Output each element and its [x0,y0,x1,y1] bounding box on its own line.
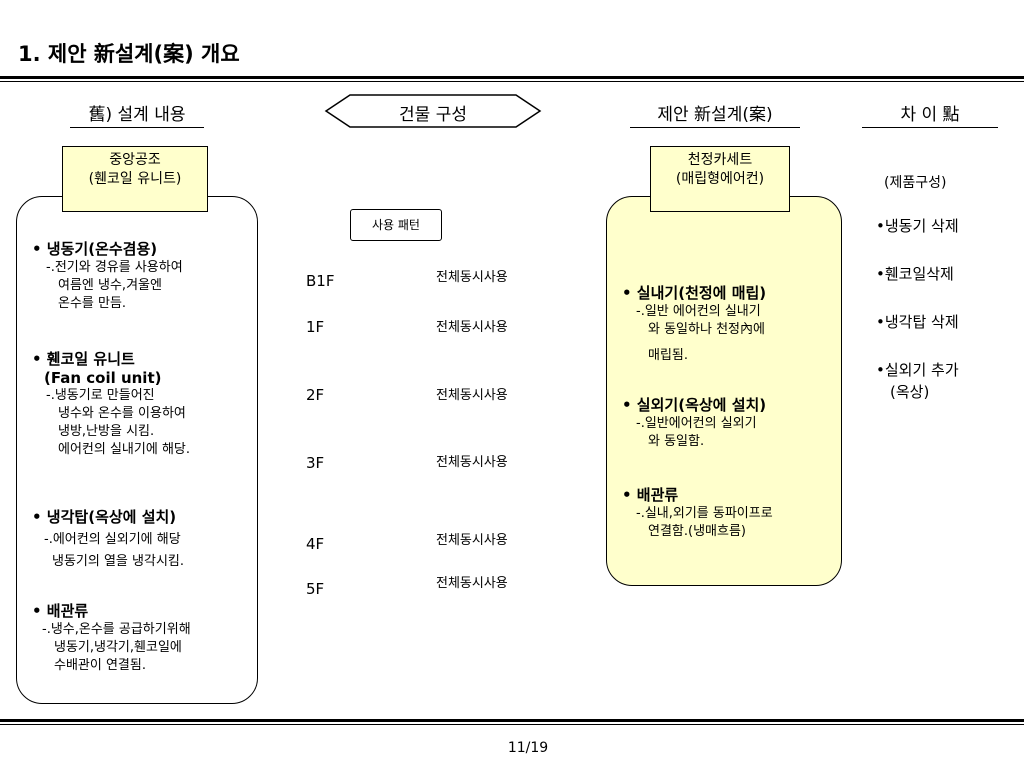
floor-usage: 전체동시사용 [436,320,508,335]
old-design-label: 중앙공조 (휀코일 유니트) [62,146,208,212]
difference-item: •휀코일삭제 [876,265,954,283]
floor-label: B1F [306,272,335,290]
floor-usage: 전체동시사용 [436,270,508,285]
new-item-line: 매립됨. [648,348,689,363]
difference-header-label: 차 이 點 [900,105,960,125]
building-header: 건물 구성 [399,105,467,125]
old-item-line: 여름엔 냉수,겨울엔 [58,278,162,293]
bottom-divider-thin [0,724,1024,725]
new-item-line: -.실내,외기를 동파이프로 [636,506,773,521]
new-design-header: 제안 新설계(案) [630,100,800,128]
top-divider-thin [0,81,1024,82]
new-item-outdoor-unit: • 실외기(옥상에 설치) -.일반에어컨의 실외기 와 동일함. [622,394,766,451]
old-design-header: 舊) 설계 내용 [70,100,204,128]
building-arrow-shape [324,94,542,128]
old-item-line: -.전기와 경유를 사용하여 [46,260,183,275]
new-item-title: • 실외기(옥상에 설치) [622,396,767,414]
floor-label: 5F [306,580,325,598]
floor-label: 1F [306,318,325,336]
difference-heading: (제품구성) [884,175,947,191]
new-item-title: • 배관류 [622,486,679,504]
page-number: 11/19 [507,740,549,756]
new-item-line: 연결함.(냉매흐름) [648,524,746,539]
bottom-divider [0,719,1024,722]
floor-label: 4F [306,535,325,553]
old-item-title: • 휀코일 유니트 [32,350,135,368]
old-item-line: -.에어컨의 실외기에 해당 [44,532,181,547]
old-item-subtitle: (Fan coil unit) [44,369,162,387]
new-design-panel [606,196,842,586]
page-title: 1. 제안 新설계(案) 개요 [18,42,240,66]
new-design-header-label: 제안 新설계(案) [657,105,773,125]
new-item-piping: • 배관류 -.실내,외기를 동파이프로 연결함.(냉매흐름) [622,484,773,541]
old-item-line: -.냉동기로 만들어진 [46,388,155,403]
old-item-line: -.냉수,온수를 공급하기위해 [42,622,191,637]
old-item-line: 온수를 만듬. [58,296,127,311]
new-item-line: 와 동일함. [648,434,705,449]
old-item-fancoil: • 휀코일 유니트 (Fan coil unit) -.냉동기로 만들어진 냉수… [32,348,190,459]
new-item-line: 와 동일하나 천정內에 [648,322,765,337]
old-item-line: 냉동기의 열을 냉각시킴. [52,554,184,569]
old-item-line: 냉동기,냉각기,휀코일에 [54,640,182,655]
old-item-piping: • 배관류 -.냉수,온수를 공급하기위해 냉동기,냉각기,휀코일에 수배관이 … [32,600,191,675]
difference-header: 차 이 點 [862,100,998,128]
old-item-line: 냉방,난방을 시킴. [58,424,155,439]
new-item-line: -.일반에어컨의 실외기 [636,416,757,431]
old-design-header-label: 舊) 설계 내용 [88,105,186,125]
floor-usage: 전체동시사용 [436,388,508,403]
difference-item: •냉각탑 삭제 [876,313,959,331]
old-item-title: • 배관류 [32,602,89,620]
new-design-label-subtitle: (매립형에어컨) [675,171,765,187]
floor-usage: 전체동시사용 [436,576,508,591]
difference-item: •실외기 추가 [876,361,959,379]
old-item-line: 수배관이 연결됨. [54,658,146,673]
new-item-line: -.일반 에어컨의 실내기 [636,304,761,319]
old-design-label-title: 중앙공조 [109,152,161,168]
old-item-title: • 냉각탑(옥상에 설치) [32,508,177,526]
usage-pattern-label: 사용 패턴 [350,209,442,241]
floor-label: 3F [306,454,325,472]
new-item-title: • 실내기(천정에 매립) [622,284,767,302]
old-design-label-subtitle: (휀코일 유니트) [88,171,182,187]
difference-item-note: (옥상) [890,383,930,401]
old-item-cooling-tower: • 냉각탑(옥상에 설치) -.에어컨의 실외기에 해당 냉동기의 열을 냉각시… [32,506,184,571]
top-divider [0,76,1024,79]
old-item-line: 에어컨의 실내기에 해당. [58,442,190,457]
difference-item: •냉동기 삭제 [876,217,959,235]
floor-label: 2F [306,386,325,404]
old-item-chiller: • 냉동기(온수겸용) -.전기와 경유를 사용하여 여름엔 냉수,겨울엔 온수… [32,238,183,313]
new-item-indoor-unit: • 실내기(천정에 매립) -.일반 에어컨의 실내기 와 동일하나 천정內에 … [622,282,766,365]
new-design-label-title: 천정카세트 [687,152,753,168]
floor-usage: 전체동시사용 [436,533,508,548]
old-item-title: • 냉동기(온수겸용) [32,240,158,258]
new-design-label: 천정카세트 (매립형에어컨) [650,146,790,212]
floor-usage: 전체동시사용 [436,455,508,470]
old-item-line: 냉수와 온수를 이용하여 [58,406,186,421]
